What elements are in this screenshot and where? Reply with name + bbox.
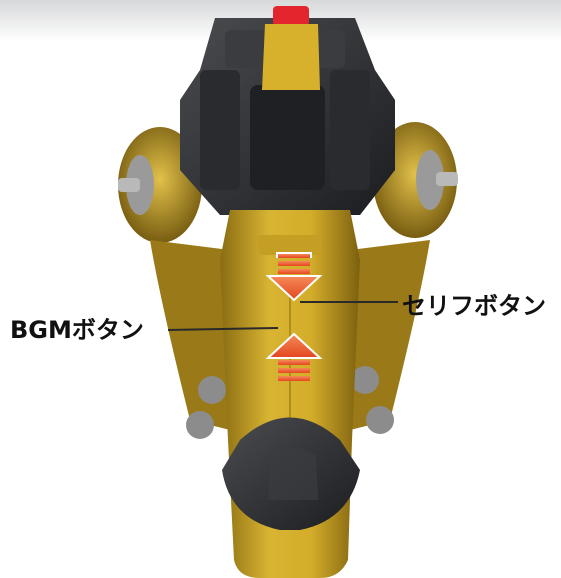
down-arrow-icon [265, 252, 323, 302]
up-arrow-icon [265, 332, 323, 381]
lower-right-shell [350, 240, 430, 434]
lower-left-shell [150, 240, 230, 439]
red-indicator [273, 6, 309, 26]
top-housing [180, 18, 395, 215]
bgm-callout-line [167, 327, 279, 331]
bgm-button-label: BGMボタン [10, 316, 144, 344]
serif-button-label: セリフボタン [402, 292, 546, 320]
